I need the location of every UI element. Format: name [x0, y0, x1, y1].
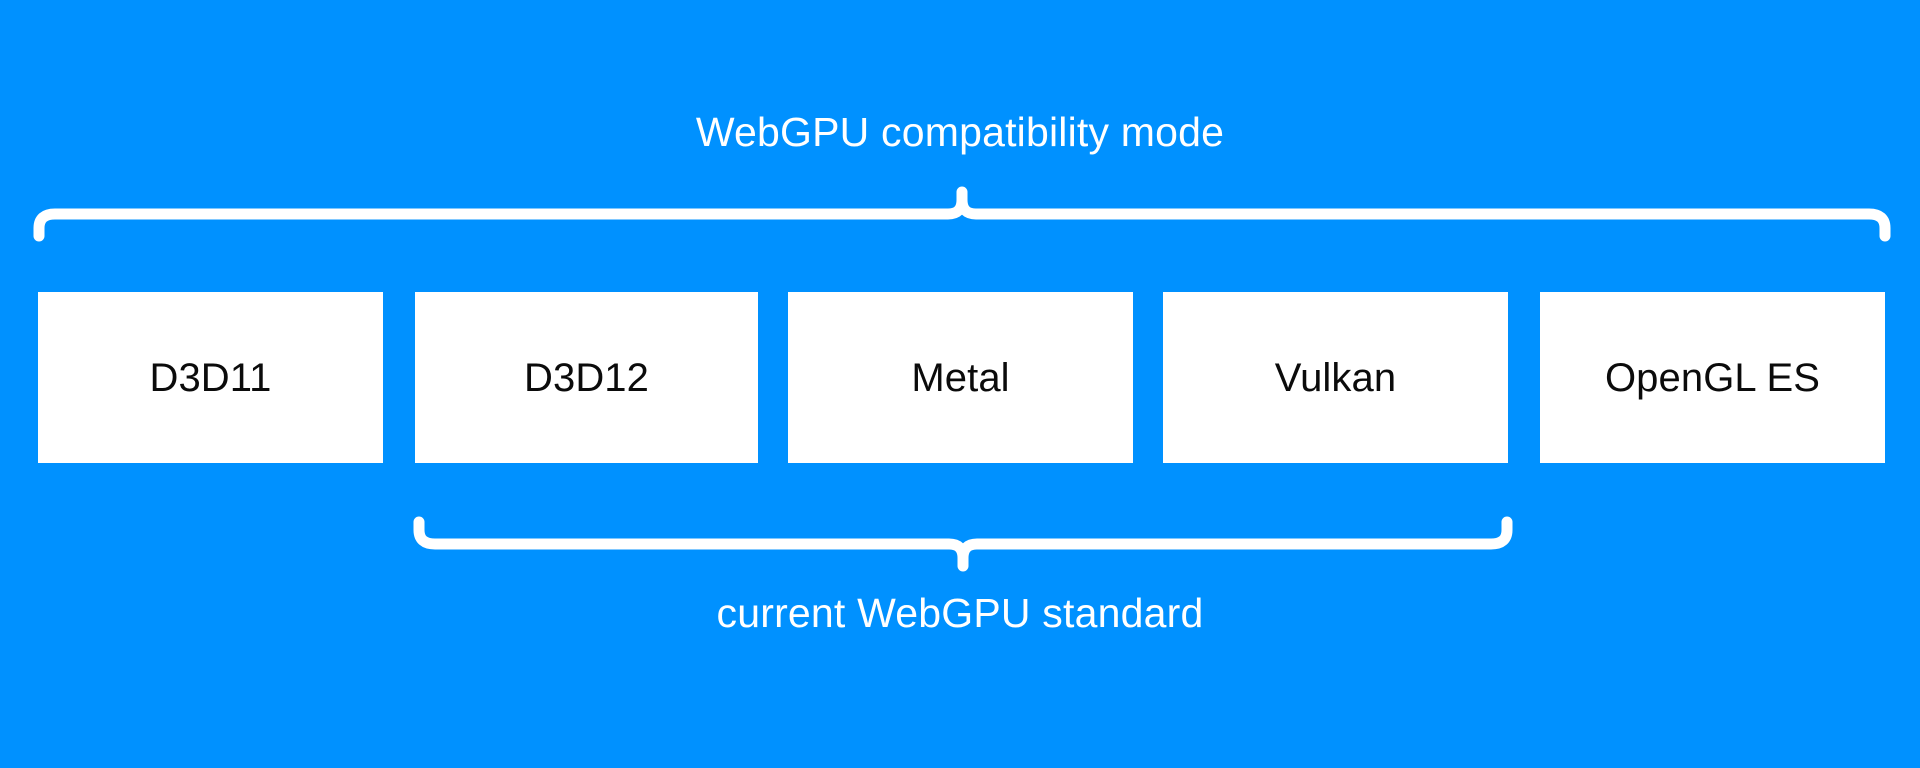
- backend-box-d3d11[interactable]: D3D11: [38, 292, 383, 463]
- top-group-label: WebGPU compatibility mode: [695, 109, 1225, 155]
- backend-label: Metal: [911, 355, 1010, 400]
- backend-label: Vulkan: [1274, 355, 1397, 400]
- backend-box-opengl-es[interactable]: OpenGL ES: [1540, 292, 1885, 463]
- backend-label: D3D12: [523, 355, 649, 400]
- backend-box-d3d12[interactable]: D3D12: [415, 292, 758, 463]
- top-group-brace-icon: [33, 186, 1891, 242]
- backend-label: D3D11: [149, 355, 272, 400]
- backend-box-metal[interactable]: Metal: [788, 292, 1133, 463]
- backend-boxes-row: D3D11 D3D12 Metal Vulkan OpenGL ES: [0, 292, 1920, 463]
- backend-box-vulkan[interactable]: Vulkan: [1163, 292, 1508, 463]
- bottom-group-brace-icon: [413, 516, 1513, 572]
- bottom-group-label: current WebGPU standard: [716, 590, 1204, 636]
- backend-label: OpenGL ES: [1604, 355, 1821, 400]
